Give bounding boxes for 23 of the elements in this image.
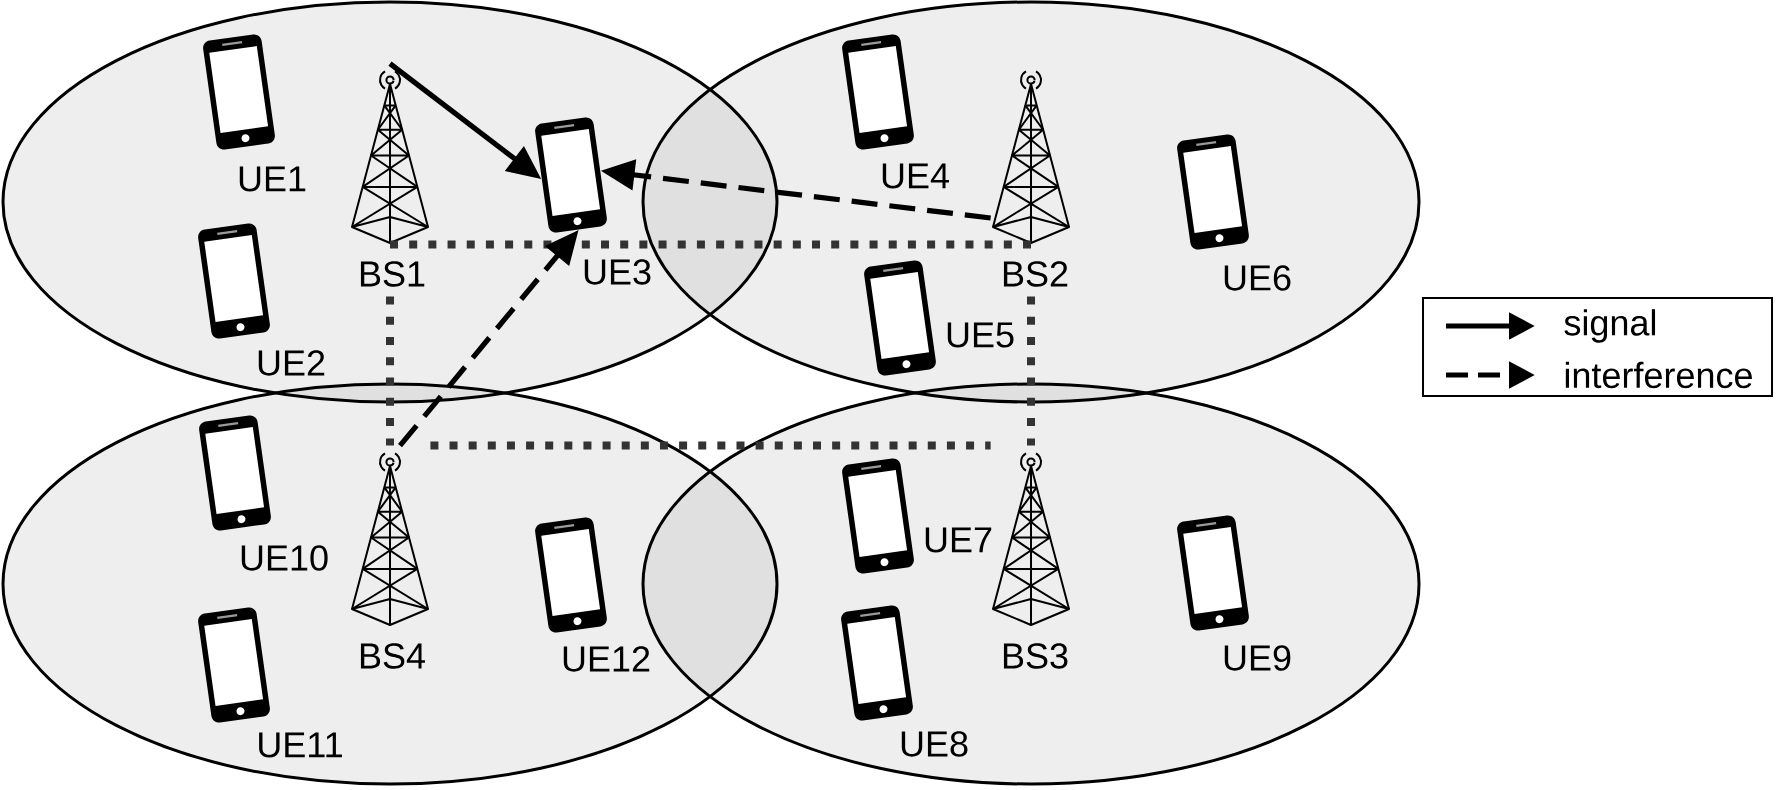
device-label: UE7: [925, 527, 992, 553]
station-label: BS1: [360, 261, 425, 287]
device-label: UE8: [901, 731, 968, 757]
device-label: UE10: [241, 545, 328, 571]
dotted-line: [390, 240, 1031, 249]
device-label: UE4: [882, 163, 949, 189]
station-label: BS4: [360, 643, 425, 669]
dotted-line: [386, 296, 394, 446]
device-label: UE11: [259, 732, 342, 758]
device-label: UE3: [584, 259, 651, 285]
device-label: UE9: [1224, 645, 1291, 671]
coverage-ellipse: [1, 0, 779, 404]
device-label: UE1: [239, 166, 306, 192]
legend-text: interference: [1565, 361, 1752, 389]
device-label: UE12: [563, 646, 650, 672]
station-label: BS2: [1003, 261, 1068, 287]
legend-text: signal: [1564, 309, 1656, 343]
coverage-ellipse: [1, 382, 779, 786]
dotted-line: [1027, 296, 1035, 446]
device-label: UE6: [1224, 265, 1291, 291]
device-label: UE5: [947, 322, 1014, 348]
station-label: BS3: [1003, 643, 1068, 669]
device-label: UE2: [258, 350, 325, 376]
